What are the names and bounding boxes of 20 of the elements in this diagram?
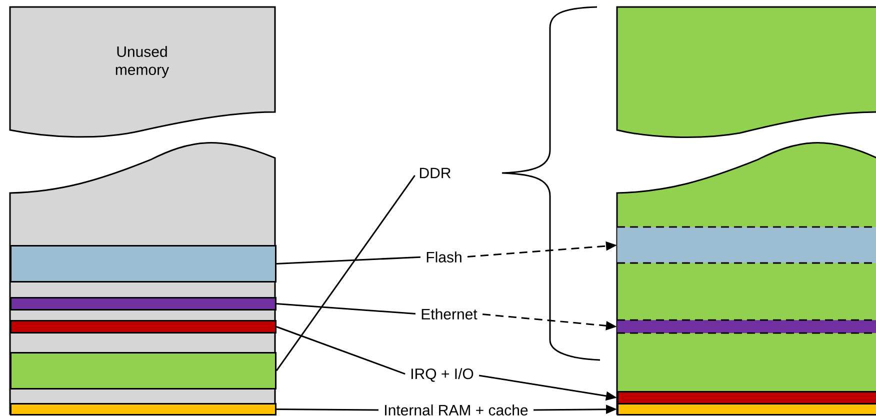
memory-band [617, 402, 876, 416]
memory-band [10, 352, 276, 390]
memory-band [10, 402, 276, 416]
memory-band [10, 244, 276, 282]
memory-band [617, 319, 876, 334]
memory-band [10, 320, 276, 334]
label-text: Ethernet [422, 308, 478, 320]
leader-line [276, 326, 406, 375]
memory-block: Unused memory [9, 6, 276, 138]
label-text: DDR [420, 168, 451, 178]
label-text: IRQ + I/O [412, 368, 474, 382]
leader-line [276, 175, 416, 372]
leader-line [276, 256, 420, 264]
leader-line [276, 302, 416, 315]
label-text: Internal RAM + cache [385, 404, 528, 416]
leader-line [276, 408, 378, 411]
memory-band [617, 226, 876, 264]
label-text: Flash [426, 251, 462, 262]
memory-band [10, 296, 276, 310]
memory-band [617, 390, 876, 404]
